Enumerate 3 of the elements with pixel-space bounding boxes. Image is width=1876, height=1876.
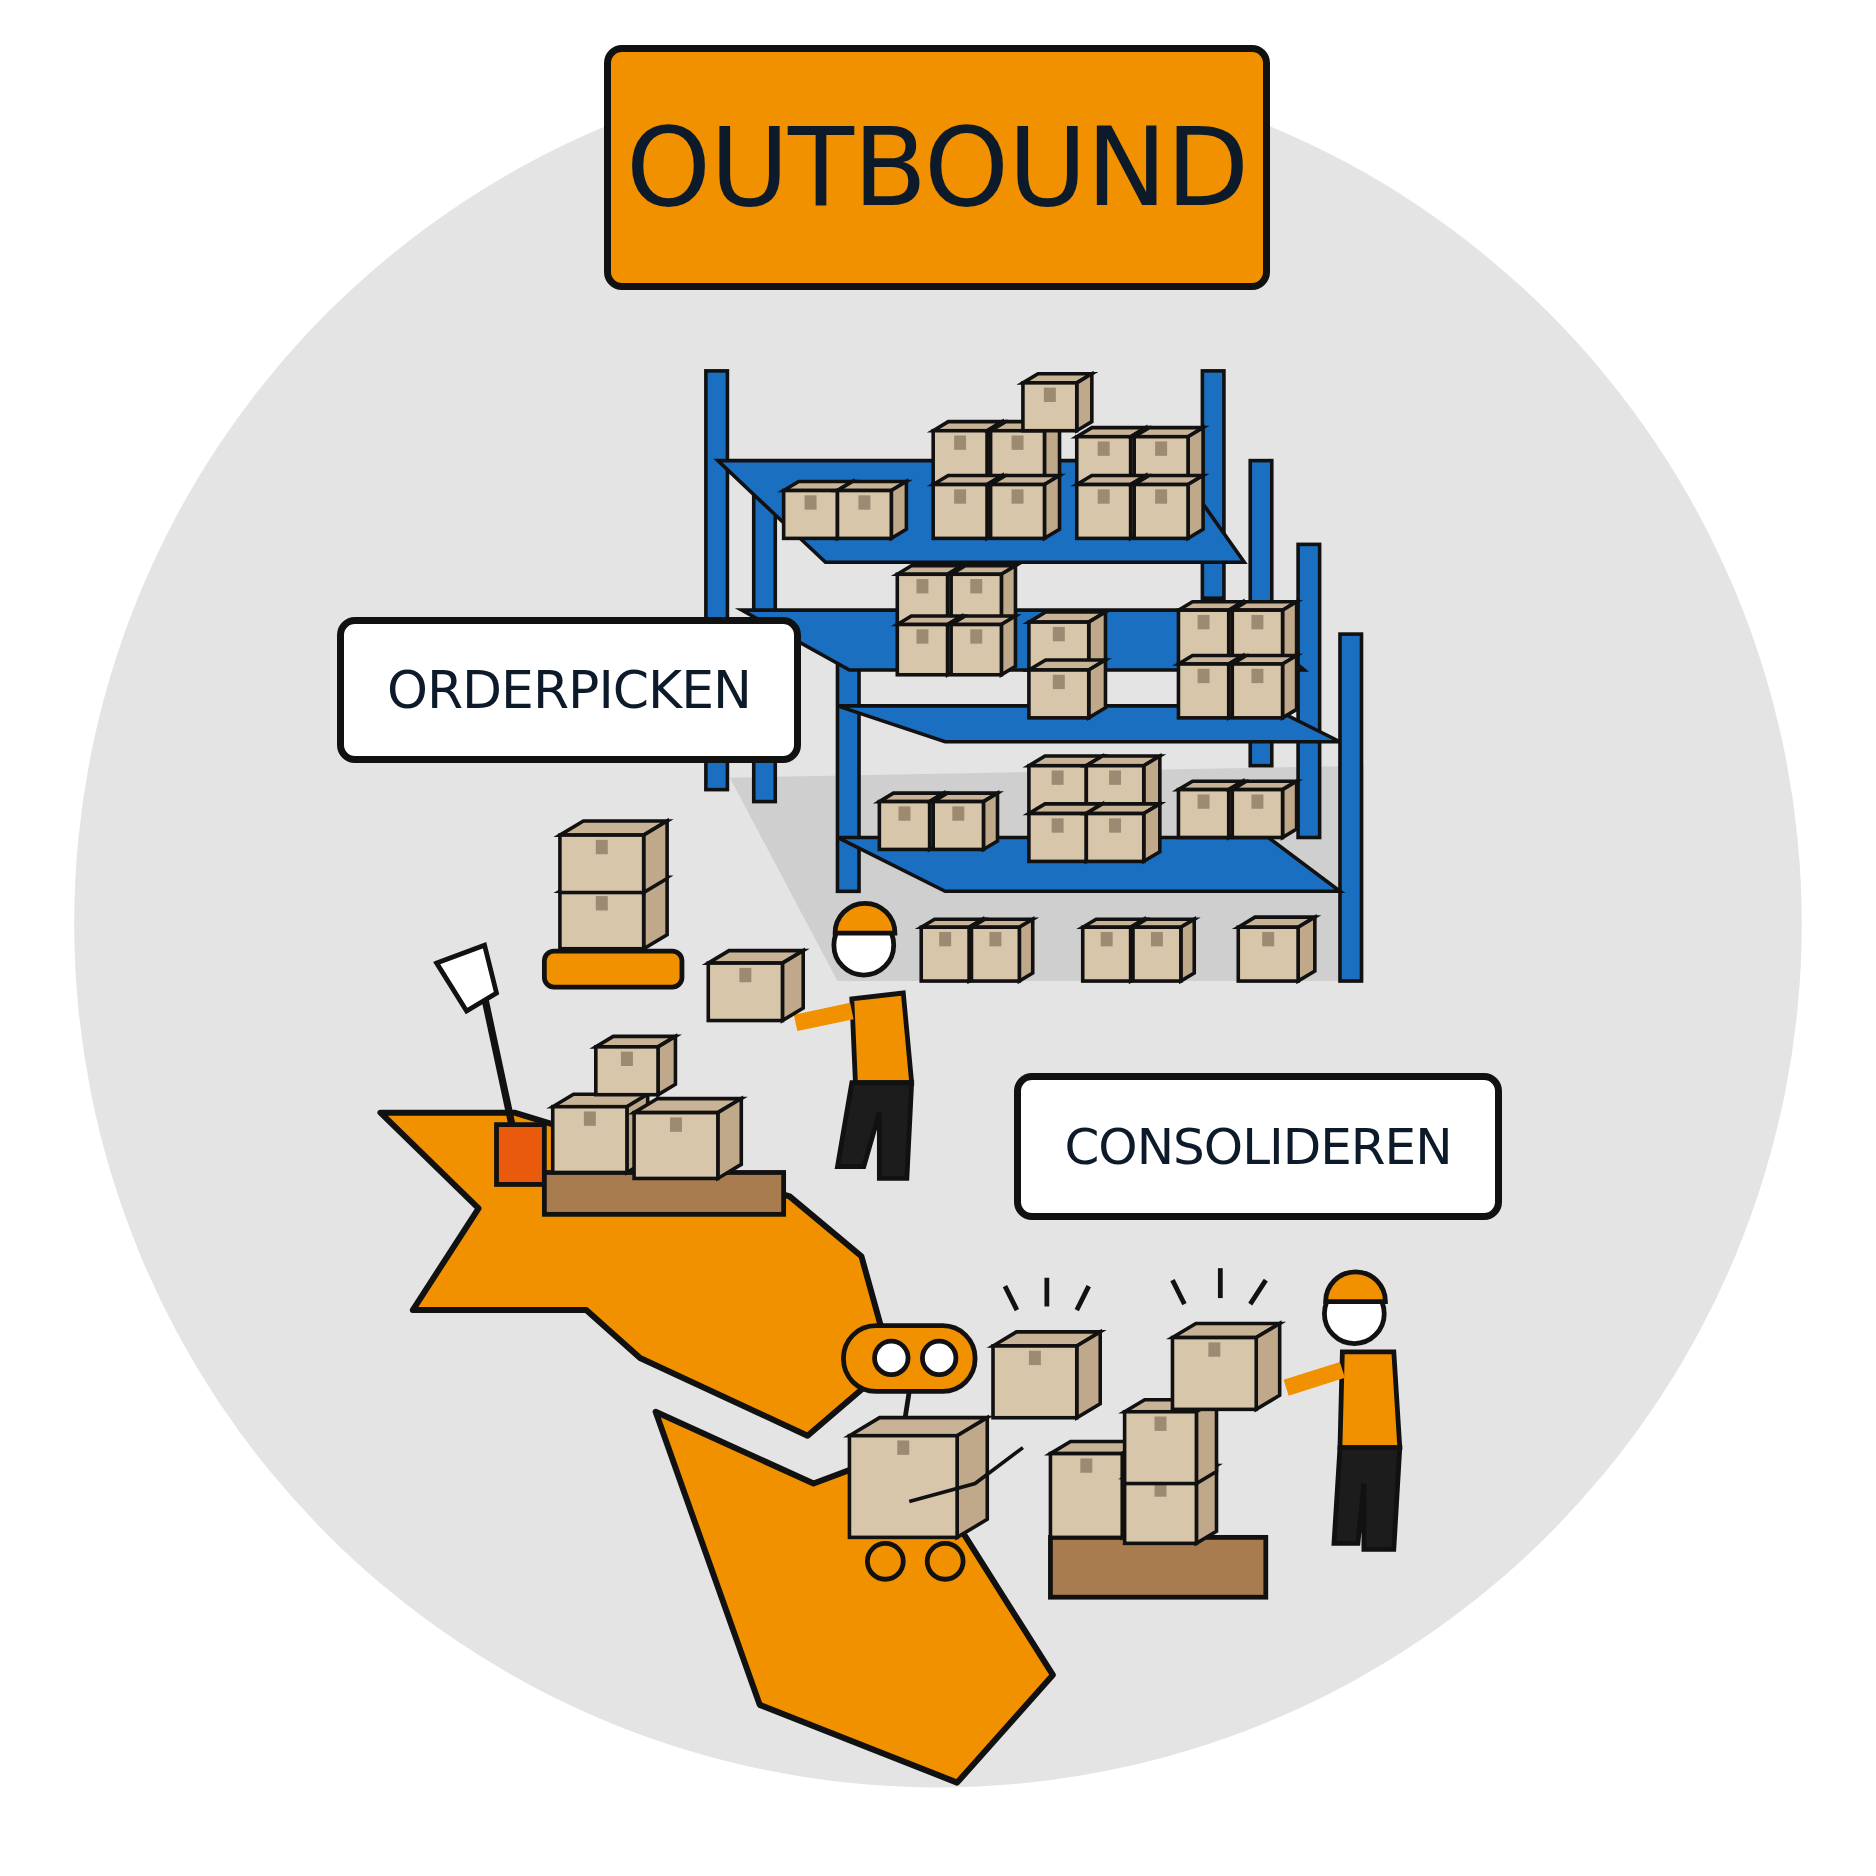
stage-label: CONSOLIDEREN — [1014, 1073, 1502, 1220]
title-banner: OUTBOUND — [604, 45, 1270, 290]
stage-label: ORDERPICKEN — [337, 617, 801, 763]
